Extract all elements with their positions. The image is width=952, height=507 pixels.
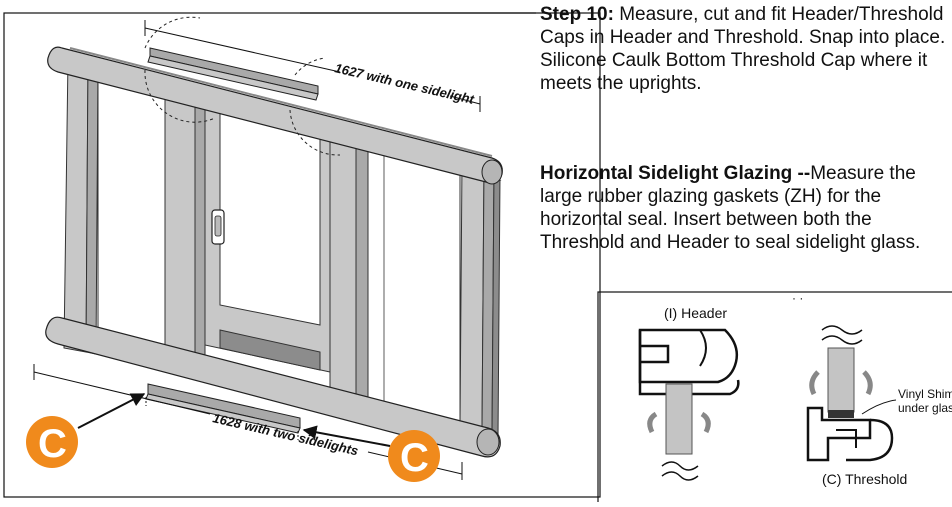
header-profile: [638, 328, 740, 481]
callout-c-right: C: [302, 425, 440, 482]
right-jamb: [459, 161, 485, 431]
callout-letter-left: C: [38, 422, 67, 466]
header-detail-label: (I) Header: [664, 305, 727, 321]
callout-c-left: C: [26, 393, 146, 468]
callout-letter-right: C: [400, 436, 429, 480]
left-jamb: [63, 57, 89, 353]
step-text: Measure, cut and fit Header/Threshold Ca…: [540, 4, 951, 94]
left-mullion: [164, 89, 196, 379]
shim-label-line2: under glass: [898, 401, 952, 415]
threshold-detail-label: (C) Threshold: [822, 471, 907, 487]
shim-label-line1: Vinyl Shim: [898, 387, 952, 401]
glazing-text: Measure the large rubber glazing gaskets…: [540, 163, 922, 253]
vinyl-shim: [828, 410, 854, 418]
door-frame-assembly: [33, 16, 503, 480]
threshold-profile: [806, 325, 897, 462]
header-left-detail-circle: [144, 69, 216, 123]
detail-panel-border: [597, 291, 952, 507]
threshold-rail: [45, 316, 501, 458]
svg-text:· ·: · ·: [792, 291, 803, 305]
threshold-glass-pane: [827, 347, 855, 413]
header-dimension-label: 1627 with one sidelight: [333, 60, 476, 107]
glazing-instruction: Horizontal Sidelight Glazing --Measure t…: [540, 162, 952, 254]
step-10-instruction: Step 10: Measure, cut and fit Header/Thr…: [540, 3, 952, 95]
step-heading: Step 10:: [540, 4, 614, 25]
header-glass-pane: [665, 383, 693, 455]
right-mullion: [329, 129, 357, 396]
glazing-heading: Horizontal Sidelight Glazing --: [540, 163, 811, 184]
header-right-detail-circle: [289, 109, 341, 156]
